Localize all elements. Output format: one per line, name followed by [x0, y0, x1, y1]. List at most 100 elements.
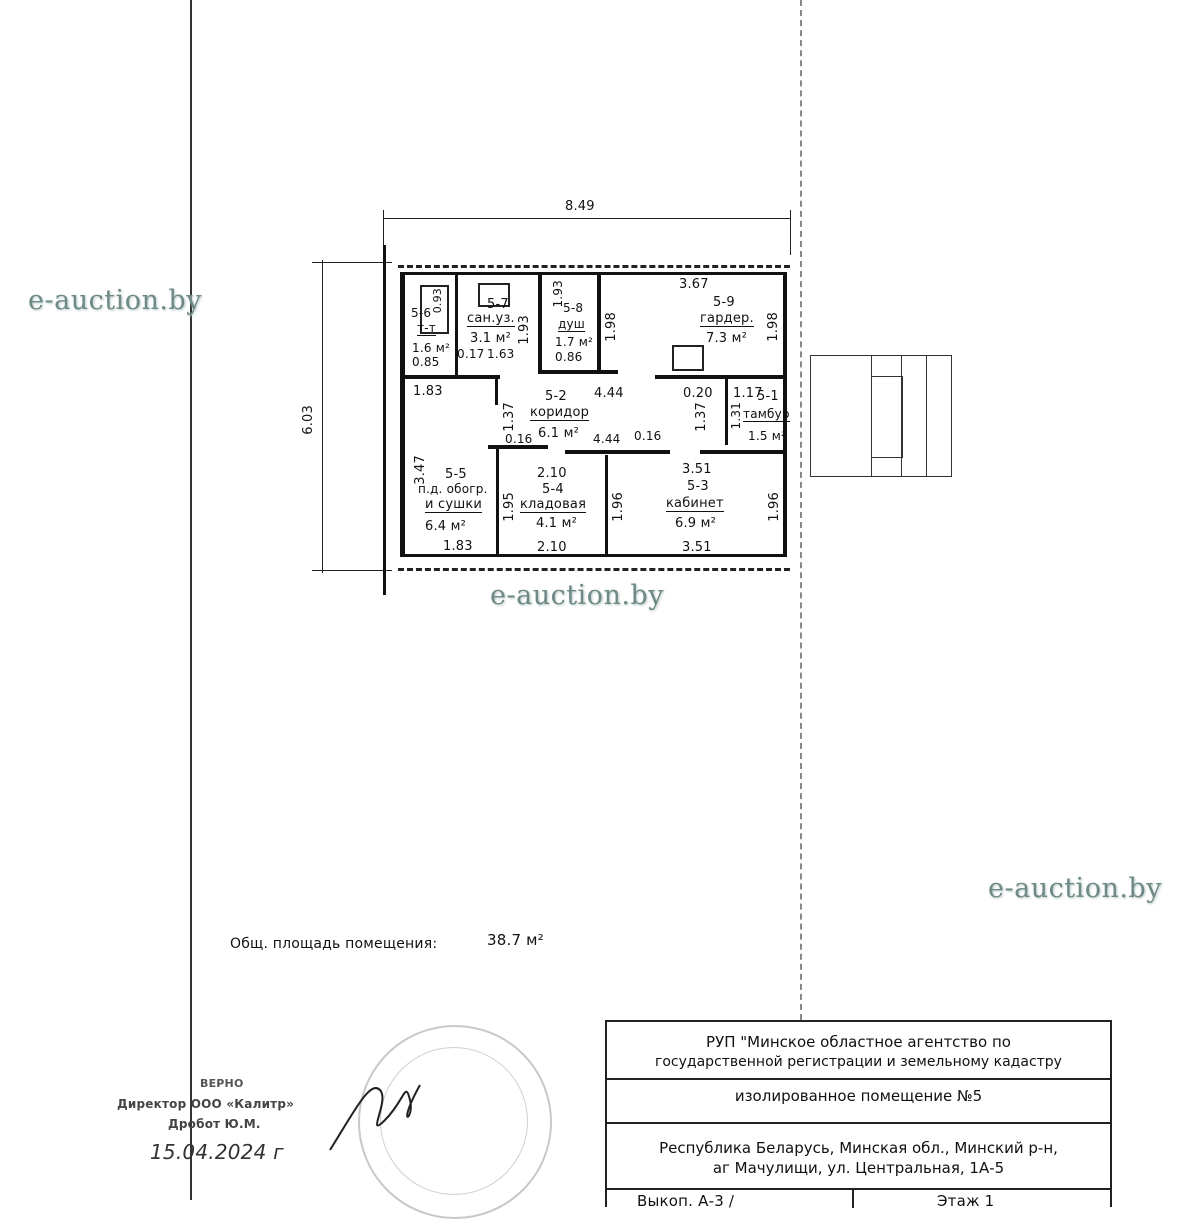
- room-5-7-dim: 1.63: [487, 347, 515, 361]
- room-5-5-dim: 1.83: [413, 384, 443, 399]
- room-5-9-dim: 1.98: [604, 312, 619, 342]
- room-5-8-id: 5-8: [563, 301, 584, 315]
- wall: [565, 450, 670, 454]
- room-5-6-area: 1.6 м²: [412, 341, 450, 355]
- room-5-7-dim: 1.93: [517, 315, 532, 345]
- room-5-6-name: т-т: [417, 321, 436, 336]
- wall-bottom-inner: [405, 554, 785, 557]
- wall: [488, 445, 548, 449]
- certification-name: Дробот Ю.М.: [168, 1117, 261, 1131]
- room-5-4-dim: 2.10: [537, 466, 567, 481]
- outer-wall-bottom: [398, 568, 790, 571]
- wall: [700, 450, 785, 454]
- total-area-label: Общ. площадь помещения:: [230, 936, 438, 952]
- room-5-9-dim: 1.98: [766, 312, 781, 342]
- address-line1: Республика Беларусь, Минская обл., Минск…: [659, 1139, 1058, 1157]
- room-5-6-dim: 0.93: [431, 288, 444, 314]
- outer-wall-left-inner: [400, 272, 405, 557]
- width-tick-left: [383, 210, 384, 255]
- room-5-1-id: 5-1: [757, 389, 779, 404]
- room-5-8-dim: 0.86: [555, 350, 583, 364]
- address-line2: аг Мачулищи, ул. Центральная, 1А-5: [712, 1159, 1005, 1177]
- wall: [597, 275, 601, 370]
- room-5-2-dim: 4.44: [594, 386, 624, 401]
- room-5-4-area: 4.1 м²: [536, 516, 578, 531]
- room-5-1-dim: 1.17: [733, 386, 763, 401]
- outer-wall-top: [398, 265, 790, 268]
- room-5-7-dim: 0.17: [457, 347, 485, 361]
- room-5-2-name: коридор: [530, 405, 590, 421]
- room-5-2-dim: 1.37: [502, 402, 517, 432]
- width-dimension-line: [383, 218, 791, 219]
- room-5-9-name: гардер.: [700, 311, 754, 327]
- sheet-border-left: [190, 0, 192, 1200]
- wall-right-inner: [783, 272, 787, 557]
- overall-depth: 6.03: [301, 405, 316, 435]
- watermark: e-auction.by: [988, 873, 1162, 904]
- sheet-format: Выкоп. А-3 /: [637, 1192, 735, 1210]
- depth-dimension-line: [322, 260, 323, 573]
- room-5-6-dim: 0.85: [412, 355, 440, 369]
- certification-director: Директор ООО «Калитр»: [117, 1097, 295, 1111]
- room-5-1-area: 1.5 м²: [748, 429, 786, 443]
- room-5-2-dim: 0.16: [634, 429, 662, 443]
- room-5-9-dim: 3.67: [679, 277, 709, 292]
- room-5-5-name: и сушки: [425, 497, 483, 513]
- room-5-5-id: 5-5: [445, 467, 467, 482]
- room-5-4-name: кладовая: [520, 497, 587, 513]
- signature: [329, 1084, 421, 1151]
- wall: [496, 445, 499, 555]
- room-5-1-dim: 1.31: [729, 402, 743, 430]
- room-5-7-name: сан.уз.: [467, 311, 515, 327]
- wall: [605, 455, 608, 555]
- org-line2: государственной регистрации и земельному…: [655, 1054, 1062, 1070]
- room-5-3-dim: 1.96: [767, 492, 782, 522]
- room-5-4-dim: 2.10: [537, 540, 567, 555]
- depth-tick-bottom: [312, 570, 392, 571]
- watermark: e-auction.by: [28, 285, 202, 316]
- official-seal-inner: [380, 1047, 528, 1195]
- room-5-6-id: 5-6: [411, 306, 432, 320]
- room-5-3-dim: 3.51: [682, 462, 712, 477]
- room-5-5-name: п.д. обогр.: [418, 482, 488, 496]
- sink-outline: [478, 283, 510, 307]
- room-5-4-dim: 1.95: [502, 492, 517, 522]
- certification-date: 15.04.2024 г: [150, 1140, 284, 1164]
- room-5-3-area: 6.9 м²: [675, 516, 717, 531]
- entrance-stairs: [810, 355, 952, 477]
- room-5-8-area: 1.7 м²: [555, 335, 593, 349]
- room-5-7-id: 5-7: [487, 297, 509, 312]
- room-5-3-name: кабинет: [666, 496, 724, 512]
- wall: [538, 275, 542, 370]
- org-line1: РУП "Минское областное агентство по: [706, 1033, 1011, 1051]
- watermark: e-auction.by: [490, 580, 664, 611]
- wall: [495, 375, 498, 405]
- object-name: изолированное помещение №5: [734, 1087, 983, 1105]
- room-5-8-name: душ: [558, 317, 585, 332]
- room-5-9-area: 7.3 м²: [706, 331, 748, 346]
- room-5-5-dim: 3.47: [413, 455, 428, 485]
- room-5-3-dim: 3.51: [682, 540, 712, 555]
- wall: [405, 375, 500, 379]
- wall: [725, 375, 728, 445]
- room-5-1-name: тамбур: [743, 407, 790, 422]
- certification-verified: ВЕРНО: [200, 1077, 244, 1090]
- sheet-border-right: [800, 0, 802, 1020]
- room-5-3-dim: 1.96: [611, 492, 626, 522]
- floor-label: Этаж 1: [937, 1192, 995, 1210]
- room-5-5-dim: 1.83: [443, 539, 473, 554]
- depth-tick-top: [312, 262, 392, 263]
- outer-wall-left: [383, 245, 386, 595]
- wall: [655, 375, 785, 379]
- bathtub-outline: [420, 285, 449, 334]
- room-5-1-dim: 0.20: [683, 386, 713, 401]
- room-5-2-area: 6.1 м²: [538, 426, 580, 441]
- room-5-2-dim: 4.44: [593, 432, 621, 446]
- room-5-1-dim: 1.37: [694, 402, 709, 432]
- total-area-value: 38.7 м²: [487, 931, 544, 949]
- room-5-5-area: 6.4 м²: [425, 519, 467, 534]
- wall: [538, 370, 618, 374]
- room-5-2-id: 5-2: [545, 389, 567, 404]
- width-tick-right: [790, 210, 791, 255]
- overall-width: 8.49: [565, 199, 595, 214]
